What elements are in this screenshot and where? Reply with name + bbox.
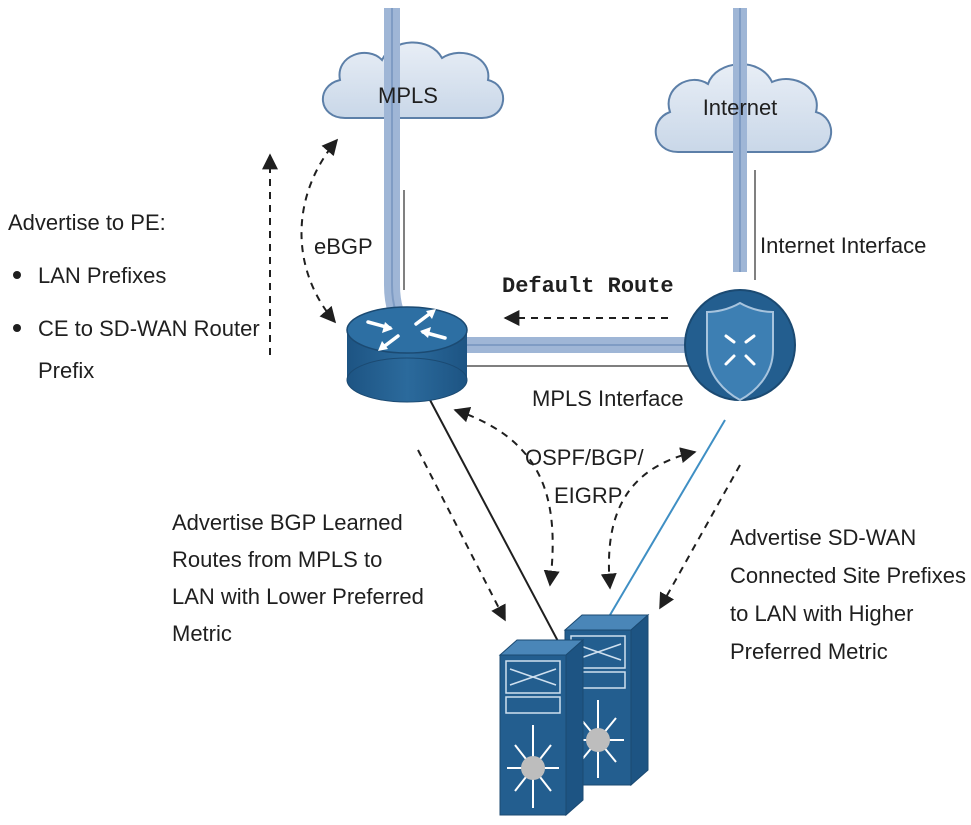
bullet-ce-to-sdwan: CE to SD-WAN Router	[38, 316, 260, 341]
left-annotation-line1: Advertise BGP Learned	[172, 510, 403, 535]
right-annotation-line1: Advertise SD-WAN	[730, 525, 916, 550]
higher-metric-arrow	[659, 464, 741, 610]
ebgp-label: eBGP	[314, 234, 373, 259]
igp-arrow-left	[453, 406, 560, 587]
right-annotation-line2: Connected Site Prefixes	[730, 563, 966, 588]
left-annotation-line4: Metric	[172, 621, 232, 646]
bullet-dot-2	[13, 324, 21, 332]
right-annotation-line3: to LAN with Higher	[730, 601, 913, 626]
internet-interface-label: Internet Interface	[760, 233, 926, 258]
lan-switch-front-icon	[498, 638, 585, 817]
igp-arrow-right	[600, 447, 697, 590]
mpls-cloud	[322, 41, 504, 119]
ce-to-switch-link	[429, 399, 561, 646]
sdwan-router-icon	[684, 289, 796, 402]
internet-cloud-label: Internet	[703, 95, 778, 120]
dashed-arrows	[262, 138, 741, 622]
ce-router-icon	[346, 306, 468, 403]
left-annotation-line3: LAN with Lower Preferred	[172, 584, 424, 609]
bullet-dot-1	[13, 271, 21, 279]
lower-metric-arrow	[417, 449, 506, 622]
mpls-interface-label: MPLS Interface	[532, 386, 684, 411]
igp-label-line1: OSPF/BGP/	[525, 445, 644, 470]
default-route-label: Default Route	[502, 274, 674, 299]
mpls-cloud-label: MPLS	[378, 83, 438, 108]
advertise-to-pe-heading: Advertise to PE:	[8, 210, 166, 235]
left-annotation-line2: Routes from MPLS to	[172, 547, 382, 572]
physical-links	[403, 170, 756, 367]
bullet-lan-prefixes: LAN Prefixes	[38, 263, 166, 288]
ebgp-arrow	[300, 138, 339, 324]
igp-label-line2: EIGRP	[554, 483, 622, 508]
right-annotation-line4: Preferred Metric	[730, 639, 888, 664]
bullet-ce-to-sdwan-cont: Prefix	[38, 358, 94, 383]
